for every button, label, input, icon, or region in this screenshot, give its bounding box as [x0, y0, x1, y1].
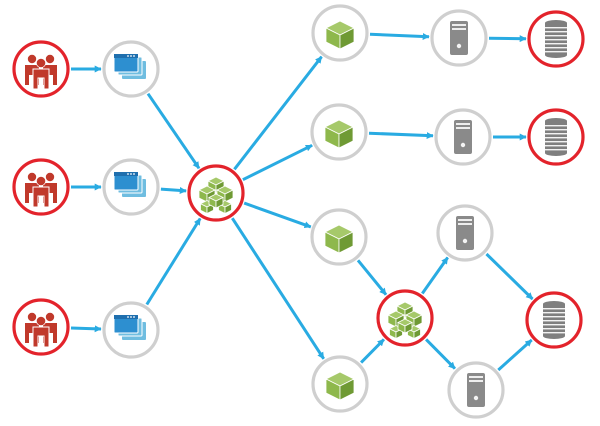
database-icon: [543, 301, 565, 339]
node-service-2: [310, 103, 368, 161]
edge-client-2-to-hub-main: [160, 186, 187, 194]
server-tower-icon: [456, 216, 474, 250]
node-users-3: [12, 298, 70, 356]
node-database-2: [527, 108, 585, 166]
nodes-layer: [12, 4, 585, 419]
cube-icon: [325, 20, 355, 50]
edge-service-2-to-server-2: [368, 131, 434, 140]
edge-hub-secondary-to-server-3: [421, 256, 449, 295]
node-server-2: [434, 108, 492, 166]
edge-hub-secondary-to-server-4: [425, 338, 456, 370]
server-tower-icon: [467, 373, 485, 407]
users-icon: [25, 172, 57, 208]
edge-service-1-to-server-1: [369, 32, 430, 40]
node-service-3: [310, 208, 368, 266]
node-server-1: [430, 9, 488, 67]
node-hub-secondary: [376, 289, 434, 347]
node-server-3: [436, 204, 494, 262]
cube-icon: [325, 371, 355, 401]
node-hub-main: [187, 164, 245, 222]
cube-cluster-icon: [387, 301, 423, 340]
database-icon: [545, 118, 567, 156]
edge-service-3-to-hub-secondary: [356, 259, 388, 296]
edge-server-3-to-database-3: [485, 252, 534, 301]
cube-cluster-icon: [198, 176, 234, 215]
node-service-4: [311, 355, 369, 413]
browser-windows-icon: [113, 314, 146, 340]
browser-windows-icon: [113, 171, 146, 197]
edge-hub-main-to-service-4: [231, 217, 325, 360]
node-client-1: [102, 40, 160, 98]
edge-users-3-to-client-3: [70, 325, 102, 333]
database-icon: [545, 20, 567, 58]
edge-hub-main-to-service-1: [233, 55, 323, 171]
node-users-2: [12, 158, 70, 216]
node-client-3: [102, 301, 160, 359]
edge-client-1-to-hub-main: [146, 92, 201, 170]
edge-service-4-to-hub-secondary: [360, 338, 385, 364]
node-users-1: [12, 40, 70, 98]
cube-icon: [324, 119, 354, 149]
node-database-3: [525, 291, 583, 349]
cube-icon: [324, 224, 354, 254]
server-tower-icon: [454, 120, 472, 154]
users-icon: [25, 312, 57, 348]
node-server-4: [447, 361, 505, 419]
edge-hub-main-to-service-3: [243, 201, 312, 229]
node-client-2: [102, 158, 160, 216]
edges-layer: [70, 32, 534, 372]
browser-windows-icon: [113, 53, 146, 79]
node-database-1: [527, 10, 585, 68]
server-tower-icon: [450, 21, 468, 55]
edge-hub-main-to-service-2: [242, 143, 313, 182]
edge-server-4-to-database-3: [497, 338, 533, 372]
node-service-1: [311, 4, 369, 62]
edge-client-3-to-hub-main: [145, 217, 202, 306]
users-icon: [25, 54, 57, 90]
